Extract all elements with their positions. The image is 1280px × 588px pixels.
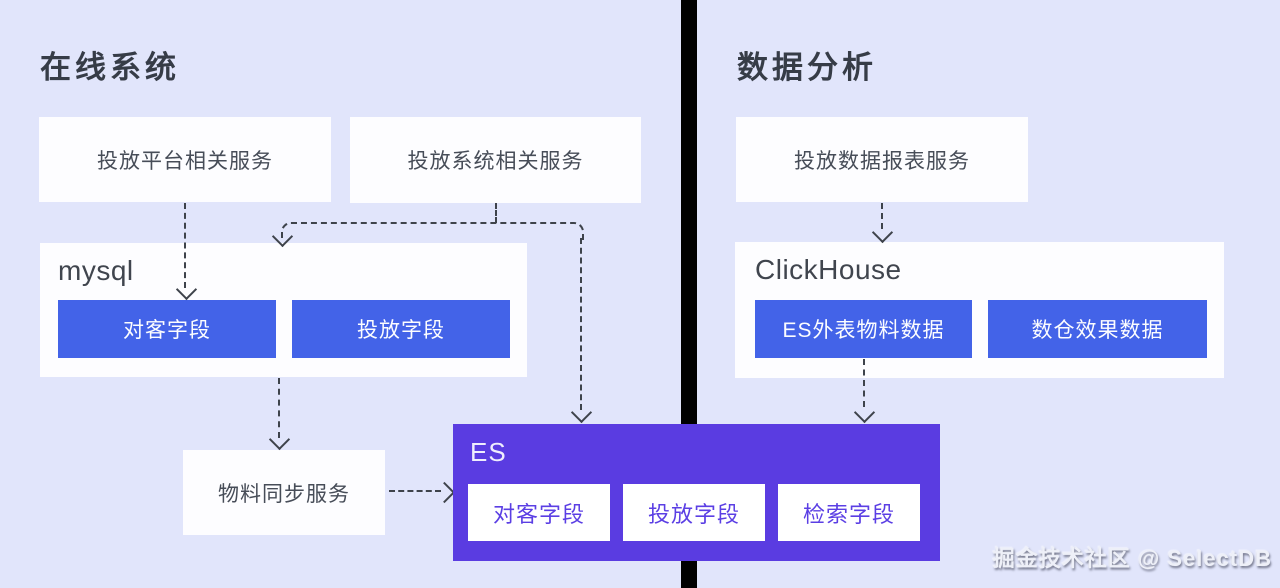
es-field-search: 检索字段	[778, 484, 920, 541]
arrowhead-right-icon	[433, 481, 456, 504]
connector-sync-to-es	[389, 490, 441, 492]
arrowhead-down-icon	[570, 401, 593, 424]
connector-system-to-es	[580, 238, 582, 410]
connector-system-stub	[495, 203, 497, 223]
es-field-delivery: 投放字段	[623, 484, 765, 541]
clickhouse-label: ClickHouse	[755, 254, 902, 285]
node-mysql: mysql 对客字段 投放字段	[40, 243, 527, 377]
connector-report-to-clickhouse	[881, 203, 883, 229]
mysql-field-customer: 对客字段	[58, 300, 276, 358]
node-delivery-system-service: 投放系统相关服务	[350, 117, 641, 203]
connector-platform-to-mysql	[184, 203, 186, 288]
clickhouse-field-es-external: ES外表物料数据	[755, 300, 972, 358]
es-label: ES	[470, 437, 507, 467]
watermark: 掘金技术社区 @ SelectDB	[992, 546, 1272, 571]
arrowhead-down-icon	[871, 221, 894, 244]
mysql-label: mysql	[58, 255, 134, 286]
left-panel-title: 在线系统	[40, 50, 180, 85]
right-panel-title: 数据分析	[737, 50, 877, 85]
arrowhead-down-icon	[853, 401, 876, 424]
arrowhead-down-icon	[268, 428, 291, 451]
connector-mysql-to-sync	[278, 378, 280, 438]
connector-system-branch	[281, 222, 584, 240]
es-field-customer: 对客字段	[468, 484, 610, 541]
node-es: ES 对客字段 投放字段 检索字段	[453, 424, 940, 561]
node-material-sync-service: 物料同步服务	[183, 450, 385, 535]
node-platform-service: 投放平台相关服务	[39, 117, 331, 202]
mysql-field-delivery: 投放字段	[292, 300, 510, 358]
node-report-service: 投放数据报表服务	[736, 117, 1028, 202]
node-clickhouse: ClickHouse ES外表物料数据 数仓效果数据	[735, 242, 1224, 378]
clickhouse-field-warehouse: 数仓效果数据	[988, 300, 1207, 358]
connector-clickhouse-to-es	[863, 359, 865, 407]
